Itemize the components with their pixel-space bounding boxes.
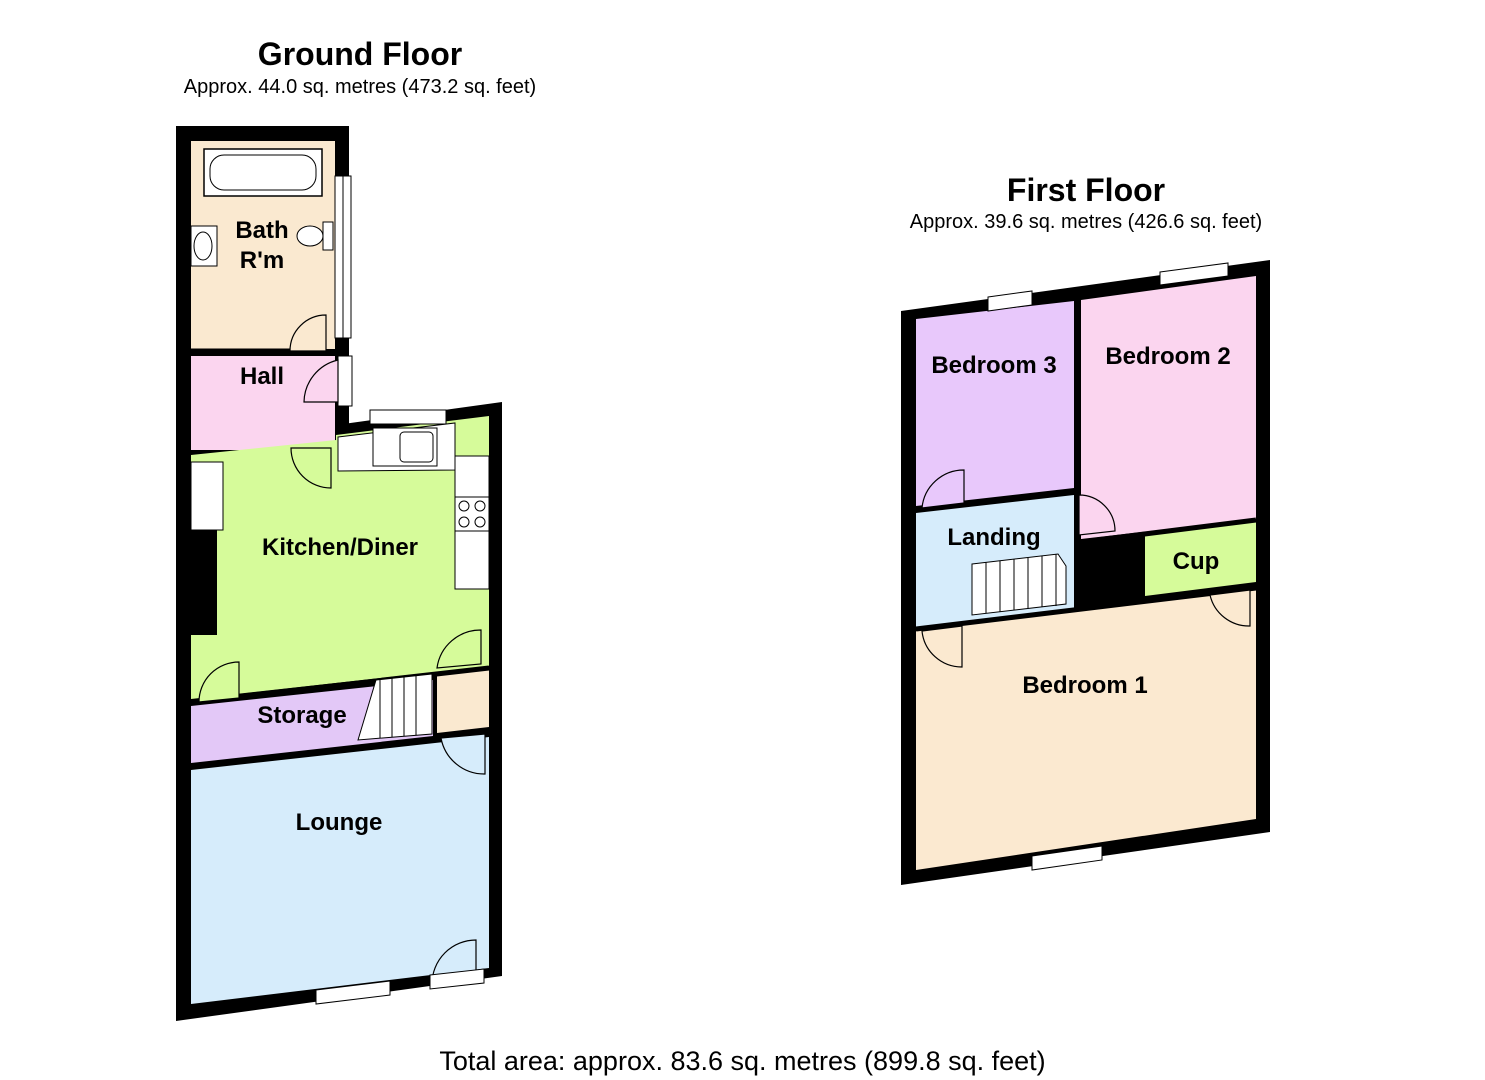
hall bbox=[191, 356, 335, 450]
ground-stairs bbox=[357, 673, 433, 741]
first-floor-area: Approx. 39.6 sq. metres (426.6 sq. feet) bbox=[909, 211, 1263, 233]
bathtub-basin bbox=[209, 154, 317, 191]
bathroom-label-2: R'm bbox=[240, 247, 284, 274]
cupboard bbox=[1145, 522, 1256, 596]
washbasin-bowl bbox=[193, 231, 213, 261]
bedroom2-window bbox=[1159, 262, 1229, 286]
stair-door-swing bbox=[436, 629, 482, 669]
hob-icon bbox=[454, 496, 490, 532]
hall-label: Hall bbox=[240, 363, 284, 390]
stair-landing bbox=[437, 670, 489, 733]
chimney-breast bbox=[191, 530, 217, 635]
bedroom-2 bbox=[1081, 276, 1256, 539]
bedroom-1 bbox=[916, 590, 1256, 870]
first-floor-title: First Floor bbox=[1006, 172, 1166, 208]
first-floor-plan: Bedroom 3 Bedroom 2 Landing Cup Bedroom … bbox=[901, 260, 1270, 885]
storage-lounge-wall bbox=[190, 730, 490, 769]
ground-floor-plan: Bath R'm Hall Kitchen/Diner Storage Loun… bbox=[176, 126, 502, 1021]
kitchen-door-swing bbox=[290, 447, 332, 489]
sink-bowl bbox=[399, 431, 434, 463]
toilet-icon bbox=[296, 225, 324, 247]
storage-label: Storage bbox=[257, 702, 346, 729]
hall-door-opening bbox=[337, 355, 353, 407]
cupboard-label: Cup bbox=[1173, 548, 1220, 575]
stairwell-void bbox=[1077, 532, 1145, 609]
bedroom1-label: Bedroom 1 bbox=[1022, 672, 1147, 699]
landing-bed1-wall bbox=[915, 585, 1257, 632]
ground-floor-area: Approx. 44.0 sq. metres (473.2 sq. feet) bbox=[183, 76, 537, 98]
kitchen-cupboard bbox=[190, 461, 224, 531]
total-area: Total area: approx. 83.6 sq. metres (899… bbox=[439, 1046, 1046, 1076]
bedroom-3 bbox=[916, 301, 1074, 506]
bedroom1-door-swing bbox=[921, 625, 963, 668]
kitchen-window bbox=[369, 409, 447, 425]
bedroom3-window bbox=[987, 290, 1033, 312]
bedroom1-window bbox=[1031, 845, 1103, 871]
front-door-opening bbox=[429, 968, 485, 990]
lounge bbox=[191, 737, 489, 1004]
bedroom2-door-swing bbox=[1078, 494, 1116, 536]
kitchen-storage-wall bbox=[190, 665, 490, 705]
kitchen-diner bbox=[191, 416, 489, 699]
lounge-window bbox=[315, 980, 391, 1005]
bedroom3-label: Bedroom 3 bbox=[931, 352, 1056, 379]
first-floor-stairs bbox=[971, 553, 1067, 616]
toilet-cistern bbox=[322, 221, 334, 251]
bedroom2-label: Bedroom 2 bbox=[1105, 343, 1230, 370]
landing-label: Landing bbox=[947, 524, 1040, 551]
bedroom3-door-swing bbox=[921, 469, 965, 509]
kitchen-label: Kitchen/Diner bbox=[262, 534, 418, 561]
ground-floor-title: Ground Floor bbox=[257, 36, 463, 72]
cupboard-door-swing bbox=[1209, 589, 1251, 627]
storage-door-swing bbox=[198, 661, 240, 703]
bathroom-label-1: Bath bbox=[235, 217, 288, 244]
hall-door-swing bbox=[303, 359, 339, 403]
lounge-label: Lounge bbox=[296, 809, 383, 836]
lounge-door-swing bbox=[440, 733, 486, 775]
bathroom-door-swing bbox=[289, 314, 327, 352]
